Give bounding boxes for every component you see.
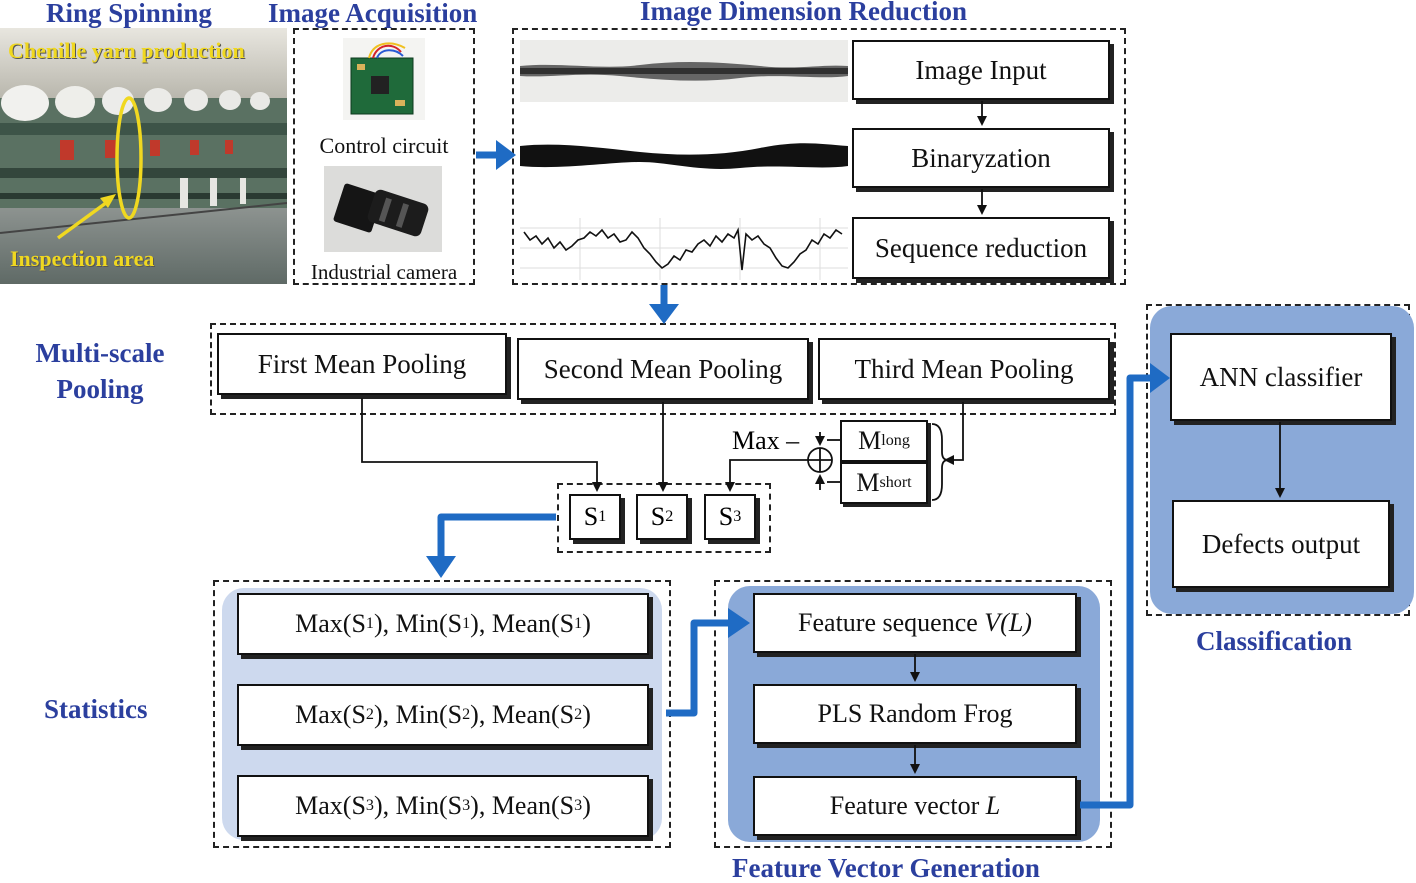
ann-classifier-box: ANN classifier — [1170, 333, 1392, 421]
stat1-s3: 1 — [574, 615, 583, 632]
ring-spinning-photo: Chenille yarn production Inspection area — [0, 28, 287, 284]
industrial-camera-caption: Industrial camera — [310, 260, 458, 284]
stat2-p2: ), Min(S — [373, 700, 463, 729]
max-label: Max – — [732, 426, 799, 456]
stat3-s3: 3 — [574, 797, 583, 814]
control-circuit-photo — [343, 38, 425, 120]
stat3-p4: ) — [582, 791, 591, 820]
industrial-camera-photo — [324, 166, 442, 252]
m-long-sub: long — [881, 432, 910, 449]
title-multi-scale-line2: Pooling — [56, 374, 144, 404]
title-image-dimension-reduction: Image Dimension Reduction — [640, 0, 968, 26]
s3-base: S — [718, 502, 734, 531]
stat3-p2: ), Min(S — [373, 791, 463, 820]
arrow-sum-to-s3 — [725, 459, 808, 492]
yarn-raw-image — [520, 40, 848, 102]
stat1-p3: ), Mean(S — [470, 609, 575, 638]
arrow-feature-to-classifier — [1080, 374, 1152, 809]
title-classification: Classification — [1196, 626, 1353, 656]
binaryzation-box: Binaryzation — [852, 128, 1110, 188]
s2-sub: 2 — [665, 508, 674, 525]
title-feature-vector-generation: Feature Vector Generation — [732, 853, 1040, 883]
title-image-acquisition: Image Acquisition — [268, 0, 478, 28]
stat2-p4: ) — [582, 700, 591, 729]
feature-vector-var: L — [985, 791, 1001, 820]
yarn-raw-image-drawing — [520, 62, 848, 81]
arrowhead-feature-to-classifier — [1150, 363, 1170, 393]
stat3-p3: ), Mean(S — [470, 791, 575, 820]
arrow-first-pooling-to-s1 — [361, 398, 602, 492]
title-ring-spinning: Ring Spinning — [46, 0, 212, 28]
arrowhead-reduction-to-pooling — [649, 304, 679, 324]
arrow-third-pooling-to-m — [944, 402, 964, 465]
arrowhead-acq-to-reduction — [496, 140, 516, 170]
minus-sign: – — [786, 426, 800, 455]
arrow-s-to-statistics — [437, 513, 556, 560]
control-circuit-drawing — [350, 42, 414, 115]
stat2-s3: 2 — [574, 706, 583, 723]
industrial-camera-drawing — [333, 183, 429, 237]
black-connectors — [361, 101, 1285, 774]
s1-base: S — [583, 502, 599, 531]
s2-base: S — [650, 502, 666, 531]
m-short-base: M — [856, 468, 880, 497]
inspection-area-label: Inspection area — [10, 246, 155, 271]
s3-sub: 3 — [733, 508, 742, 525]
defects-output-box: Defects output — [1172, 500, 1390, 588]
arrowhead-s-to-statistics — [426, 556, 456, 578]
feature-sequence-prefix: Feature sequence — [798, 608, 985, 637]
pls-random-frog-box: PLS Random Frog — [753, 684, 1077, 744]
stat1-p4: ) — [582, 609, 591, 638]
sequence-plot — [520, 218, 848, 280]
max-label-text: Max — [732, 426, 780, 455]
title-multi-scale-line1: Multi-scale — [35, 338, 165, 368]
stat3-p1: Max(S — [295, 791, 366, 820]
chenille-yarn-label: Chenille yarn production — [8, 38, 245, 63]
stat3-s2: 3 — [462, 797, 471, 814]
blue-arrows — [426, 140, 1170, 809]
image-input-box: Image Input — [852, 40, 1110, 100]
m-long-base: M — [858, 426, 882, 455]
arrowhead-statistics-to-feature — [728, 608, 750, 638]
control-circuit-caption: Control circuit — [319, 133, 449, 158]
sequence-plot-drawing — [520, 218, 848, 280]
stat1-p1: Max(S — [295, 609, 366, 638]
stat1-p2: ), Min(S — [373, 609, 463, 638]
feature-sequence-box: Feature sequence V(L) — [753, 593, 1077, 653]
title-statistics: Statistics — [44, 694, 148, 724]
stat2-s1: 2 — [365, 706, 374, 723]
feature-vector-group — [714, 580, 1112, 848]
brace-m — [931, 423, 949, 501]
third-mean-pooling-box: Third Mean Pooling — [818, 338, 1110, 400]
ring-spinning-photo-drawing — [0, 28, 287, 284]
image-acquisition-group — [293, 28, 475, 285]
stat2-p3: ), Mean(S — [470, 700, 575, 729]
feature-vector-prefix: Feature vector — [829, 791, 986, 820]
feature-sequence-var: V(L) — [984, 608, 1032, 637]
first-mean-pooling-box: First Mean Pooling — [217, 333, 507, 395]
sequence-reduction-box: Sequence reduction — [852, 217, 1110, 279]
stat1-s2: 1 — [462, 615, 471, 632]
yarn-binary-image — [520, 126, 848, 188]
stat3-s1: 3 — [365, 797, 374, 814]
yarn-binary-image-drawing — [520, 143, 848, 169]
feature-vector-box: Feature vector L — [753, 776, 1077, 836]
second-mean-pooling-box: Second Mean Pooling — [517, 338, 809, 400]
m-short-sub: short — [879, 474, 912, 491]
stat1-s1: 1 — [365, 615, 374, 632]
title-multi-scale-pooling: Multi-scale Pooling — [20, 338, 180, 404]
s1-sub: 1 — [598, 508, 607, 525]
stat2-s2: 2 — [462, 706, 471, 723]
arrow-statistics-to-feature — [666, 619, 730, 717]
stat2-p1: Max(S — [295, 700, 366, 729]
